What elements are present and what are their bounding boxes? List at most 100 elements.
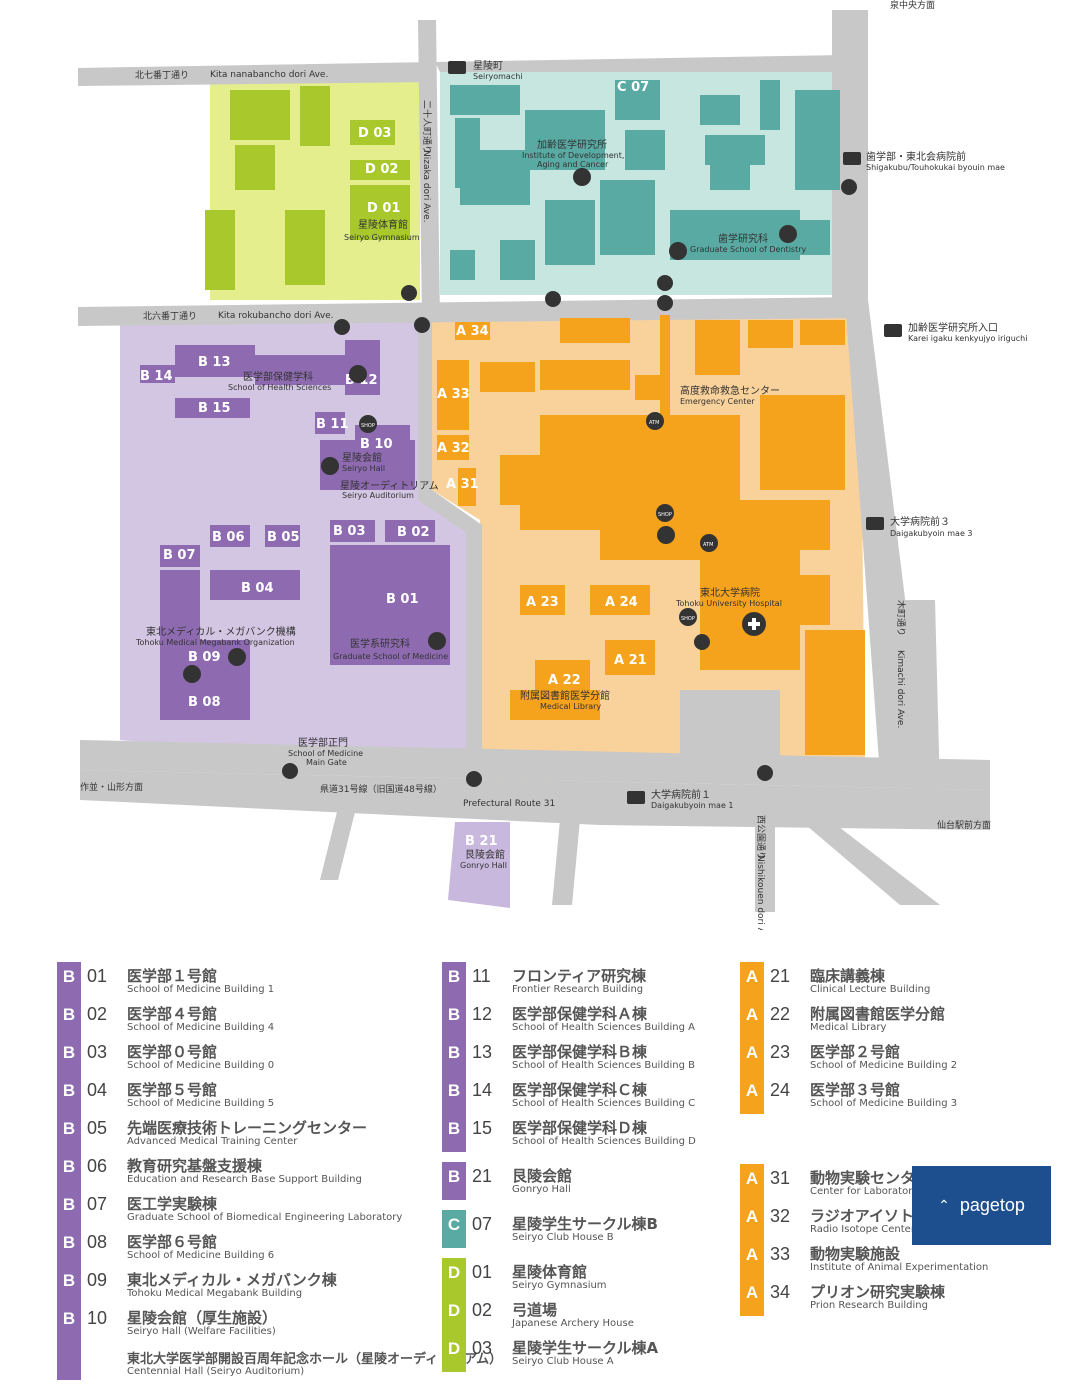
legend-name-en: School of Health Sciences Building A bbox=[512, 1022, 695, 1033]
legend-name-en: Clinical Lecture Building bbox=[810, 984, 931, 995]
d03-label: D 03 bbox=[358, 126, 391, 141]
arrow-up-icon bbox=[657, 295, 673, 311]
bus-daigaku3-en: Daigakubyoin mae 3 bbox=[890, 529, 973, 538]
road-kita6-en: Kita rokubancho dori Ave. bbox=[218, 311, 334, 321]
legend-category-badge: A bbox=[740, 1278, 764, 1316]
legend-number: 05 bbox=[87, 1118, 108, 1138]
legend-category-badge: B bbox=[57, 1266, 81, 1304]
b14-label: B 14 bbox=[140, 369, 173, 384]
legend-name-ja: 艮陵会館 bbox=[512, 1167, 573, 1185]
arrow-down-icon bbox=[657, 275, 673, 291]
bus-shigakubu: 歯学部・東北会病院前 bbox=[866, 150, 966, 163]
legend-name-ja: 動物実験センター bbox=[810, 1169, 931, 1187]
a24-label: A 24 bbox=[605, 595, 638, 610]
legend-category-badge: B bbox=[57, 1152, 81, 1190]
legend-number: 34 bbox=[770, 1282, 791, 1302]
legend-name-ja: フロンティア研究棟 bbox=[512, 967, 647, 985]
hosp-en: Tohoku University Hospital bbox=[675, 599, 782, 608]
megabank-en: Tohoku Medical Megabank Organization bbox=[135, 638, 295, 647]
legend-name-ja: 医工学実験棟 bbox=[127, 1195, 218, 1213]
pagetop-button[interactable]: ⌃ pagetop bbox=[912, 1166, 1051, 1245]
a-buildings bbox=[437, 315, 865, 755]
bus-daigaku3: 大学病院前３ bbox=[890, 515, 950, 528]
aud-en: Seiryo Auditorium bbox=[342, 491, 414, 500]
info-icon bbox=[573, 168, 591, 186]
road-nishikouen: 西公園通り bbox=[755, 815, 766, 860]
lib-en: Medical Library bbox=[540, 702, 601, 711]
legend-category-badge: B bbox=[57, 1038, 81, 1076]
legend-name-en: School of Medicine Building 4 bbox=[127, 1022, 275, 1033]
road-route31: 県道31号線（旧国道48号線） bbox=[320, 783, 442, 795]
legend-category-badge bbox=[57, 1342, 81, 1380]
legend-category-badge: B bbox=[57, 962, 81, 1000]
legend-category-badge: D bbox=[442, 1296, 466, 1334]
a32-label: A 32 bbox=[437, 441, 470, 456]
legend-category-badge: A bbox=[740, 962, 764, 1000]
gate-en2: Main Gate bbox=[306, 758, 347, 767]
direction-left: 作並・山形方面 bbox=[80, 781, 143, 793]
legend-name-ja: 医学部０号館 bbox=[127, 1043, 218, 1061]
legend-number: 13 bbox=[472, 1042, 493, 1062]
legend-category-badge: B bbox=[442, 962, 466, 1000]
arrow-up-icon bbox=[282, 763, 298, 779]
legend-category-badge: B bbox=[442, 1114, 466, 1152]
legend-number: 02 bbox=[87, 1004, 108, 1024]
a21-label: A 21 bbox=[614, 653, 647, 668]
legend-category-badge: A bbox=[740, 1164, 764, 1202]
legend-number: 02 bbox=[472, 1300, 493, 1320]
bus-daigaku1: 大学病院前１ bbox=[651, 788, 711, 801]
legend-name-ja: 東北大学医学部開設百周年記念ホール（星陵オーディトリアム） bbox=[127, 1352, 503, 1367]
pagetop-label: pagetop bbox=[959, 1195, 1025, 1215]
legend-name-ja: 医学部５号館 bbox=[127, 1081, 218, 1099]
aud-ja: 星陵オーディトリアム bbox=[340, 479, 439, 492]
road-kita7-en: Kita nanabancho dori Ave. bbox=[210, 70, 328, 80]
bus-karei-en: Karei igaku kenkyujyo iriguchi bbox=[908, 334, 1027, 343]
legend-number: 06 bbox=[87, 1156, 108, 1176]
legend-number: 21 bbox=[472, 1166, 493, 1186]
road-kita7: 北七番丁通り bbox=[135, 69, 189, 81]
legend-name-ja: 医学部３号館 bbox=[810, 1081, 901, 1099]
karei-en2: Aging and Cancer bbox=[537, 160, 609, 169]
legend-name-ja: 東北メディカル・メガバンク棟 bbox=[127, 1271, 337, 1289]
legend-name-ja: 教育研究基盤支援棟 bbox=[127, 1157, 263, 1175]
legend-category-badge: B bbox=[442, 1038, 466, 1076]
legend-number: 04 bbox=[87, 1080, 108, 1100]
legend-category-badge: A bbox=[740, 1202, 764, 1240]
b10-label: B 10 bbox=[360, 437, 393, 452]
direction-right: 仙台駅前方面 bbox=[937, 819, 991, 831]
dent-en: Graduate School of Dentistry bbox=[690, 245, 807, 254]
legend-name-ja: プリオン研究実験棟 bbox=[810, 1283, 946, 1301]
megabank-ja: 東北メディカル・メガバンク機構 bbox=[146, 625, 296, 638]
legend-number: 09 bbox=[87, 1270, 108, 1290]
restaurant-icon bbox=[657, 526, 675, 544]
health-en: School of Health Sciences bbox=[228, 383, 331, 392]
bus-daigaku1-en: Daigakubyoin mae 1 bbox=[651, 801, 734, 810]
legend-name-ja: 星陵学生サークル棟A bbox=[512, 1339, 659, 1357]
lib-ja: 附属図書館医学分館 bbox=[520, 689, 610, 702]
legend-name-en: Advanced Medical Training Center bbox=[127, 1136, 298, 1147]
legend-name-en: School of Medicine Building 3 bbox=[810, 1098, 958, 1109]
legend-number: 01 bbox=[87, 966, 108, 986]
campus-map: D 03 D 02 D 01 星陵体育館 Seiryo Gymnasium C … bbox=[78, 0, 1027, 930]
a31-label: A 31 bbox=[446, 477, 479, 492]
bus-shigakubu-en: Shigakubu/Touhokukai byouin mae bbox=[866, 163, 1005, 172]
gym-en: Seiryo Gymnasium bbox=[344, 233, 420, 242]
arrow-left-icon bbox=[841, 179, 857, 195]
legend-category-badge: A bbox=[740, 1000, 764, 1038]
legend-name-en: Institute of Animal Experimentation bbox=[810, 1262, 989, 1273]
